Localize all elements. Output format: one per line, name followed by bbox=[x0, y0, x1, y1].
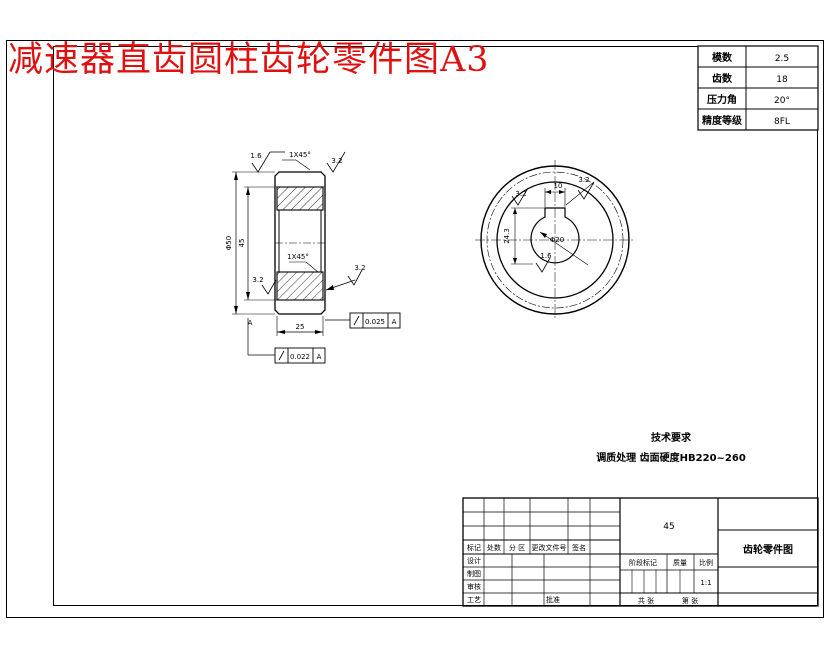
roughness-right-label: 3.2 bbox=[331, 157, 342, 165]
dim-keyway-depth-label: 24.3 bbox=[503, 228, 511, 244]
outer-frame bbox=[6, 40, 824, 618]
sheets-total: 共 张 bbox=[638, 596, 654, 605]
rev-header-count: 处数 bbox=[487, 543, 501, 552]
roughness-left-label: 1.6 bbox=[250, 152, 262, 160]
section-view-labels: 1.6 1X45° 3.2 1X45° 3.2 3.2 Φ50 45 25 0.… bbox=[225, 151, 397, 361]
front-view bbox=[475, 160, 635, 320]
inner-frame bbox=[53, 46, 818, 606]
section-view bbox=[232, 151, 401, 364]
rev-header-doc: 更改文件号 bbox=[532, 543, 567, 552]
tech-req-heading: 技术要求 bbox=[651, 431, 692, 444]
param-value-accuracy: 8FL bbox=[774, 117, 790, 127]
drawing-name: 齿轮零件图 bbox=[743, 543, 793, 556]
front-view-labels: 3.2 10 3.2 24.3 1.6 Φ20 bbox=[503, 176, 590, 260]
rev-header-sign: 签名 bbox=[572, 543, 586, 552]
param-label-teeth: 齿数 bbox=[712, 72, 733, 85]
roughness-lower-right-label: 3.2 bbox=[354, 264, 365, 272]
gear-param-table: 模数 2.5 齿数 18 压力角 20° 精度等级 8FL bbox=[697, 45, 819, 131]
runout-right-datum: A bbox=[392, 318, 397, 326]
runout-bottom-datum: A bbox=[317, 353, 322, 361]
rev-header-zone: 分 区 bbox=[509, 543, 525, 552]
tech-requirements: 技术要求 调质处理 齿面硬度HB220~260 bbox=[596, 431, 746, 464]
role-design: 设计 bbox=[467, 556, 481, 565]
title-block bbox=[462, 497, 819, 607]
dim-bore-label: Φ20 bbox=[550, 236, 564, 244]
scale-value: 1:1 bbox=[700, 579, 711, 587]
approve-label: 批准 bbox=[546, 595, 560, 604]
chamfer-top-label: 1X45° bbox=[289, 151, 311, 159]
param-label-accuracy: 精度等级 bbox=[702, 114, 743, 127]
roughness-lower-left-label: 3.2 bbox=[252, 276, 263, 284]
front-roughness-right-label: 3.2 bbox=[578, 176, 589, 184]
param-value-module: 2.5 bbox=[775, 54, 789, 64]
drawing-title: 减速器直齿圆柱齿轮零件图A3 bbox=[8, 40, 490, 80]
weight-label: 质量 bbox=[673, 558, 687, 567]
runout-right-value: 0.025 bbox=[365, 318, 385, 326]
front-roughness-bore-label: 1.6 bbox=[540, 252, 552, 260]
dim-keyway-label: 10 bbox=[554, 182, 563, 190]
title-block-labels: 标记 处数 分 区 更改文件号 签名 设计 制图 审核 工艺 批准 45 齿轮零… bbox=[467, 522, 793, 605]
datum-a-label: A bbox=[248, 319, 253, 327]
stage-mark-label: 阶段标记 bbox=[629, 558, 657, 567]
dim-outer-dia-label: Φ50 bbox=[225, 236, 233, 250]
param-label-pressure-angle: 压力角 bbox=[707, 93, 737, 106]
scale-label: 比例 bbox=[699, 558, 713, 567]
sheet-number: 第 张 bbox=[682, 596, 698, 605]
front-roughness-key-label: 3.2 bbox=[515, 190, 526, 198]
param-value-pressure-angle: 20° bbox=[774, 96, 790, 106]
role-process: 工艺 bbox=[467, 596, 481, 604]
runout-bottom-value: 0.022 bbox=[290, 353, 310, 361]
param-label-module: 模数 bbox=[712, 51, 733, 64]
dim-pitch-dia-label: 45 bbox=[238, 239, 246, 248]
material-value: 45 bbox=[663, 522, 674, 532]
rev-header-mark: 标记 bbox=[467, 543, 481, 552]
dim-width-label: 25 bbox=[296, 323, 305, 331]
tech-req-line: 调质处理 齿面硬度HB220~260 bbox=[596, 451, 746, 464]
role-drafting: 制图 bbox=[467, 569, 481, 578]
param-value-teeth: 18 bbox=[776, 75, 788, 85]
chamfer-mid-label: 1X45° bbox=[287, 253, 309, 261]
role-review: 审核 bbox=[467, 582, 481, 591]
